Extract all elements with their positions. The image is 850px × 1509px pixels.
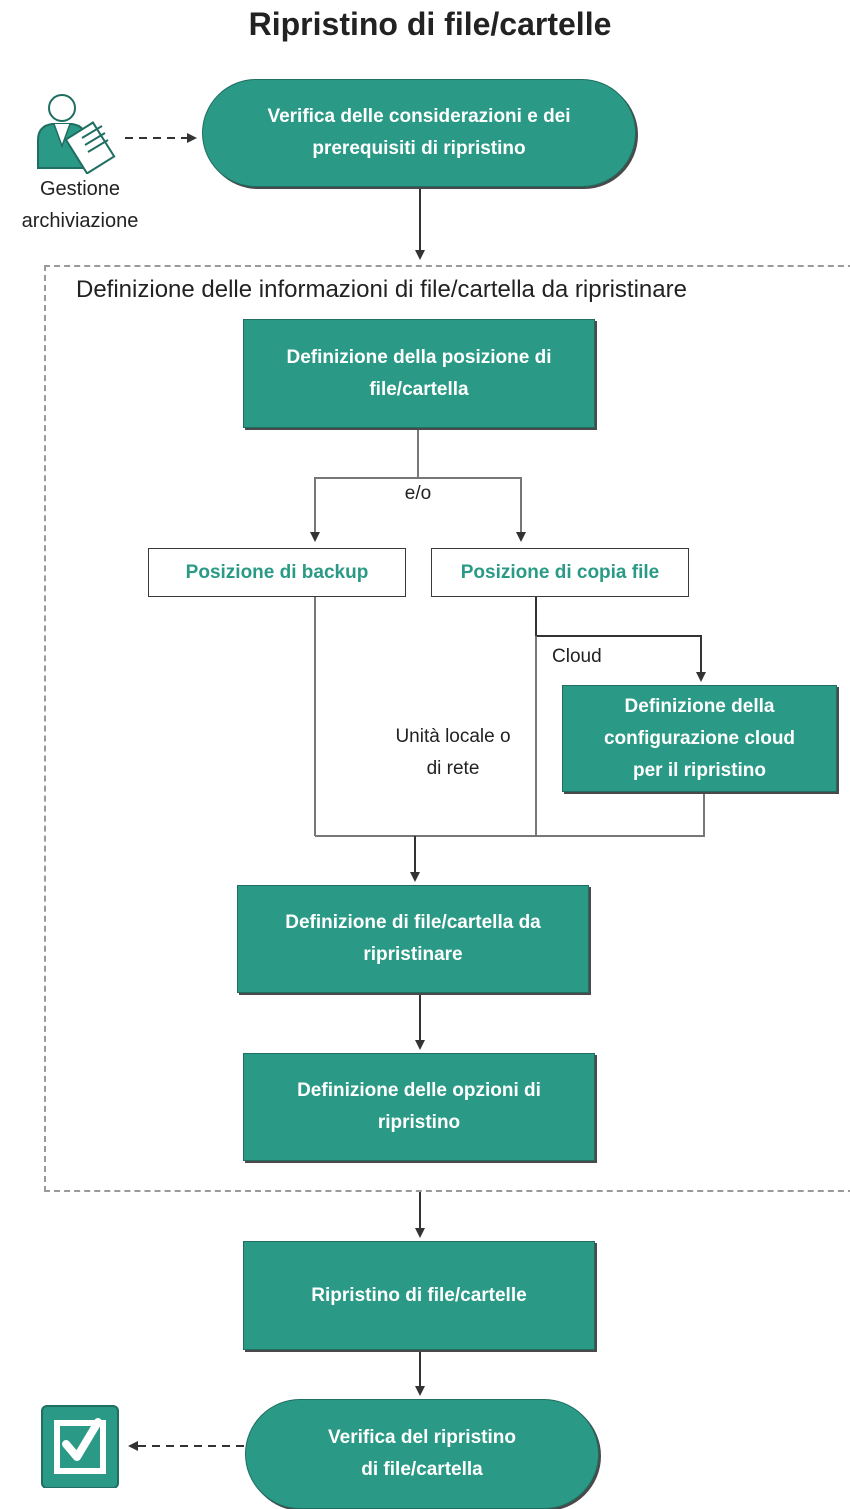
step-backup-location: Posizione di backup: [148, 548, 406, 597]
step-restore: Ripristino di file/cartelle: [243, 1241, 595, 1350]
step-specify-files: Definizione di file/cartella da ripristi…: [237, 885, 589, 993]
cloud-arrow: [535, 597, 706, 682]
step-cloud-config: Definizione della configurazione cloud p…: [562, 685, 837, 792]
step-verify-restore: Verifica del ripristino di file/cartella: [245, 1399, 599, 1509]
group-container: [44, 265, 850, 1192]
group-title: Definizione delle informazioni di file/c…: [76, 276, 687, 303]
diagram-title: Ripristino di file/cartelle: [248, 6, 612, 42]
label-cloud: Cloud: [552, 646, 602, 667]
actor-label: Gestione archiviazione: [21, 178, 139, 232]
label-local-network: Unità locale o di rete: [395, 726, 511, 779]
step-review-prerequisites: Verifica delle considerazioni e dei prer…: [202, 79, 636, 187]
step-specify-location: Definizione della posizione di file/cart…: [243, 319, 595, 428]
storage-manager-icon: [30, 88, 122, 175]
step-restore-options: Definizione delle opzioni di ripristino: [243, 1053, 595, 1161]
checkbox-checked-icon: [40, 1404, 120, 1489]
split-connector: [310, 428, 419, 542]
step-file-copy-location: Posizione di copia file: [431, 548, 689, 597]
label-and-or: e/o: [404, 483, 432, 504]
